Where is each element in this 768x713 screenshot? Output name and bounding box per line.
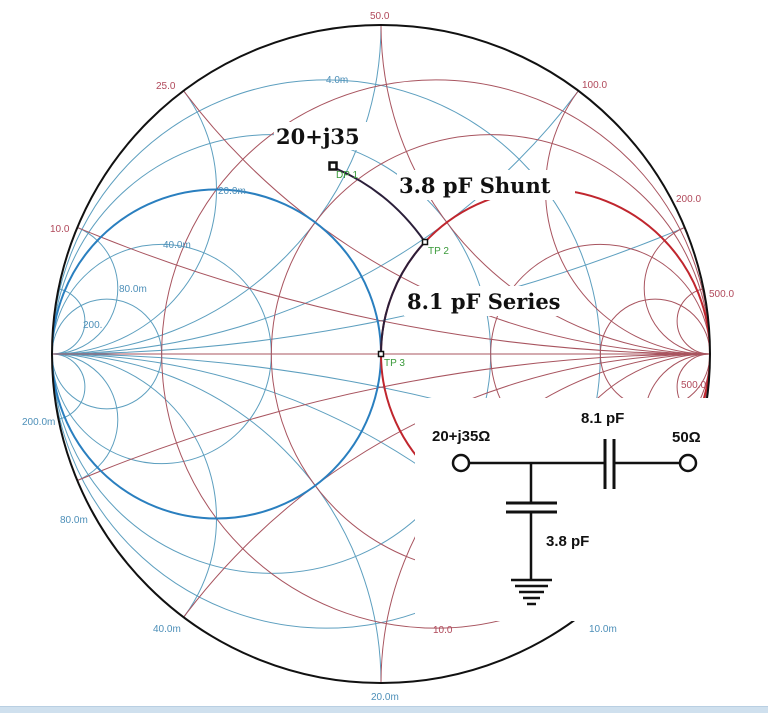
- admittance-tick-label: 40.0m: [163, 240, 191, 251]
- admittance-tick-label: 10.0m: [589, 624, 617, 635]
- admittance-tick-label: 20.0m: [218, 186, 246, 197]
- marker-label: TP 2: [428, 246, 449, 257]
- impedance-tick-label: 25.0: [156, 81, 176, 92]
- impedance-tick-label: 500.0: [681, 380, 706, 391]
- source-terminal-icon: [453, 455, 469, 471]
- admittance-tick-label: 40.0m: [153, 624, 181, 635]
- susceptance-arc: [0, 25, 217, 354]
- circuit-schematic: 20+j35Ω 8.1 pF 50Ω 3.8 pF: [415, 398, 720, 621]
- admittance-tick-label: 80.0m: [60, 515, 88, 526]
- series-step-annotation: 8.1 pF Series: [407, 289, 561, 314]
- admittance-tick-label: 200.0m: [22, 417, 55, 428]
- impedance-tick-label: 200.0: [676, 194, 701, 205]
- impedance-tick-label: 10.0: [50, 224, 70, 235]
- impedance-tick-label: 10.0: [433, 625, 453, 636]
- reactance-arc: [0, 0, 768, 354]
- load-terminal-icon: [680, 455, 696, 471]
- series-cap-label: 8.1 pF: [581, 410, 624, 427]
- load-impedance-annotation: 20+j35: [276, 124, 360, 149]
- susceptance-arc: [0, 0, 768, 354]
- marker-label: TP 3: [384, 358, 405, 369]
- marker-label: DP 1: [336, 170, 358, 181]
- path-marker-icon: [423, 240, 428, 245]
- impedance-tick-label: 500.0: [709, 289, 734, 300]
- path-marker-icon: [379, 352, 384, 357]
- admittance-tick-label: 20.0m: [371, 692, 399, 703]
- load-impedance-label: 50Ω: [672, 429, 701, 446]
- reactance-arc: [546, 25, 768, 354]
- admittance-tick-label: 200.: [83, 320, 102, 331]
- source-impedance-label: 20+j35Ω: [432, 428, 490, 445]
- admittance-tick-label: 4.0m: [326, 75, 348, 86]
- path-marker-icon: [330, 163, 337, 170]
- shunt-step-annotation: 3.8 pF Shunt: [399, 173, 551, 198]
- impedance-tick-label: 50.0: [370, 11, 390, 22]
- impedance-tick-label: 100.0: [582, 80, 607, 91]
- shunt-cap-label: 3.8 pF: [546, 533, 589, 550]
- admittance-tick-label: 80.0m: [119, 284, 147, 295]
- susceptance-arc: [0, 354, 217, 683]
